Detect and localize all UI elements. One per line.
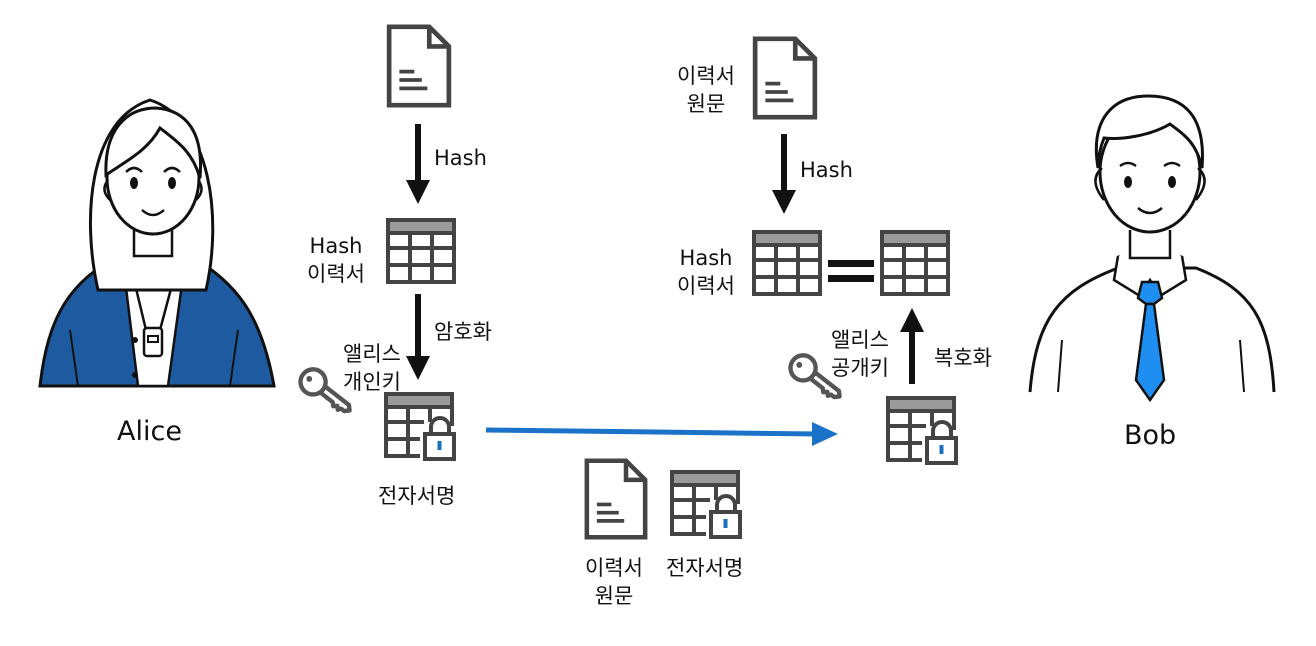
bob-hash-step-label: Hash [800,158,853,182]
transfer-arrow [485,422,838,446]
bob-name: Bob [1124,420,1177,451]
bob-figure [1028,94,1276,403]
private-key-label: 앨리스 개인키 [336,340,408,396]
decrypt-step-label: 복호화 [934,346,992,370]
hash-arrow-down [406,124,430,204]
transmitted-document-line1: 이력서 [585,556,643,580]
private-key-line2: 개인키 [343,370,401,394]
alice-hash-doc-label: Hash 이력서 [298,232,374,288]
equals-sign [828,260,874,282]
hash-table-icon [386,218,456,284]
alice-figure [38,98,276,388]
transmitted-document-icon [587,461,645,538]
decrypted-hash-table-icon [880,230,950,296]
transmitted-signature-label: 전자서명 [666,556,744,580]
received-document-label: 이력서 원문 [668,62,744,118]
bob-hash-arrow-down [772,134,796,214]
bob-hash-doc-line1: Hash [679,246,733,270]
public-key-label: 앨리스 공개키 [824,326,896,382]
received-document-line1: 이력서 [677,64,735,88]
transmitted-signature-icon [670,470,742,539]
public-key-line2: 공개키 [831,356,889,380]
transmitted-document-label: 이력서 원문 [576,554,652,610]
transmitted-document-line2: 원문 [594,584,634,608]
encrypt-step-label: 암호화 [434,320,492,344]
received-signature-icon [886,396,958,465]
bob-hash-doc-line2: 이력서 [677,274,735,298]
public-key-line1: 앨리스 [831,328,889,352]
computed-hash-table-icon [752,230,822,296]
decrypt-arrow-up [900,308,924,384]
received-document-icon [755,39,815,117]
encrypt-arrow-down [406,294,430,380]
alice-hash-doc-line1: Hash [309,234,363,258]
alice-hash-doc-line2: 이력서 [307,262,365,286]
alice-name: Alice [117,416,182,447]
resume-document-icon [389,27,449,105]
private-key-line1: 앨리스 [343,342,401,366]
received-document-line2: 원문 [686,92,726,116]
bob-hash-doc-label: Hash 이력서 [668,244,744,300]
alice-signature-label: 전자서명 [378,484,456,508]
signed-hash-lock-icon [384,392,456,461]
alice-hash-step-label: Hash [434,146,487,170]
